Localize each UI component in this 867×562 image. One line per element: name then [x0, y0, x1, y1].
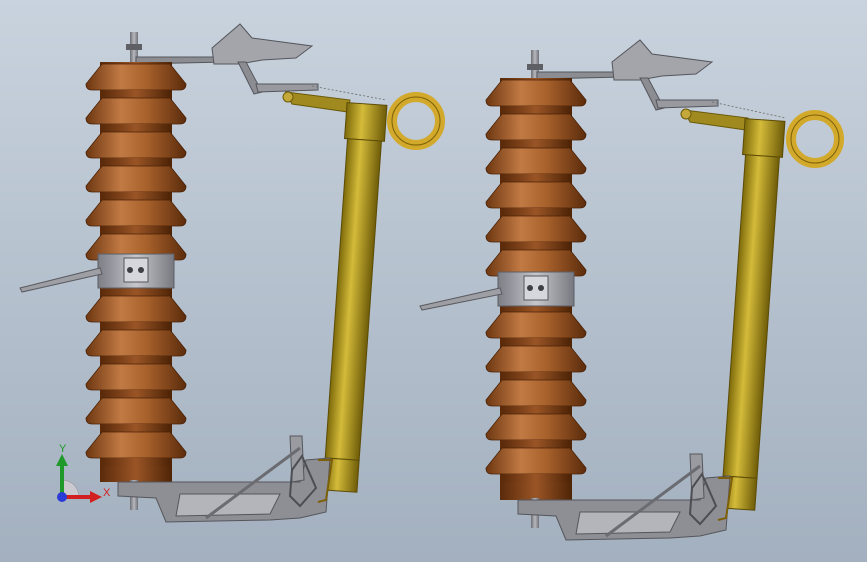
insulator-shed [85, 165, 187, 193]
hook-plate [611, 39, 714, 81]
fuse-cutout-assembly-left[interactable] [19, 23, 445, 523]
insulator-shed [85, 199, 187, 227]
insulator-shed [85, 63, 187, 91]
upper-tube-cap-arm [683, 109, 749, 131]
clamp-bolt [527, 285, 533, 291]
insulator-core-segment [502, 242, 570, 250]
insulator-core-segment [102, 356, 170, 364]
mounting-rod [419, 287, 503, 311]
bracket-cutout [575, 511, 681, 535]
clamp-bolt [127, 267, 133, 273]
insulator-shed [85, 295, 187, 323]
fuse-tube[interactable] [718, 118, 786, 511]
top-nut [527, 64, 543, 70]
insulator-sheds [485, 79, 587, 482]
tension-wire [311, 85, 387, 101]
insulator-shed [485, 447, 587, 475]
fuse-tube[interactable] [320, 102, 388, 493]
latch-arm [655, 99, 719, 109]
insulator-core-segment [502, 106, 570, 114]
z-axis-dot [57, 492, 67, 502]
insulator-core-segment [102, 390, 170, 398]
insulator-shed [85, 431, 187, 459]
insulator-core-segment [502, 440, 570, 448]
pivot-pin [680, 108, 692, 120]
insulator-core-segment [102, 124, 170, 132]
bottom-hinge [288, 453, 318, 508]
insulator-core-segment [502, 372, 570, 380]
insulator-shed [485, 249, 587, 277]
clamp-bolt [138, 267, 144, 273]
insulator-shed [485, 379, 587, 407]
insulator-core-segment [102, 90, 170, 98]
insulator-shed [485, 215, 587, 243]
upper-tube-cap-arm [285, 91, 351, 113]
y-axis-label: Y [59, 443, 67, 455]
insulator-shed [485, 311, 587, 339]
insulator-core-segment [502, 208, 570, 216]
bottom-contact [689, 453, 705, 501]
fuse-tube-top-cap [742, 118, 786, 158]
insulator-shed [85, 329, 187, 357]
tube-hinge [317, 459, 334, 503]
insulator-shed [485, 181, 587, 209]
insulator-core-segment [502, 338, 570, 346]
hook-plate [211, 23, 314, 65]
y-axis-arrowhead [56, 454, 68, 466]
bracket-strut [605, 464, 701, 538]
insulator-sheds [85, 63, 187, 466]
insulator-core-segment [102, 322, 170, 330]
insulator-core-segment [102, 158, 170, 166]
insulator-shed [485, 345, 587, 373]
insulator-shed [85, 97, 187, 125]
bottom-hinge [688, 471, 718, 526]
x-axis-arrowhead [90, 491, 102, 503]
insulator-core-segment [502, 174, 570, 182]
bottom-bracket [117, 457, 331, 523]
insulator-core-segment [502, 406, 570, 414]
insulator-shed [485, 113, 587, 141]
bracket-strut [205, 446, 301, 520]
x-axis-label: X [103, 487, 111, 499]
clamp-bolt [538, 285, 544, 291]
top-nut [126, 44, 142, 50]
coordinate-triad: Y X [56, 443, 111, 503]
fuse-tube-body [324, 138, 382, 461]
fuse-cutout-assembly-right[interactable] [419, 39, 844, 541]
insulator-core-segment [502, 140, 570, 148]
insulator-core-segment [102, 192, 170, 200]
fuse-tube-top-cap [344, 102, 388, 142]
insulator-core-segment [502, 474, 570, 482]
latch-arm [255, 83, 319, 93]
insulator-shed [85, 131, 187, 159]
insulator-core-segment [102, 226, 170, 234]
pivot-pin [282, 91, 294, 103]
pull-ring-edge [790, 114, 840, 164]
mounting-rod [19, 267, 103, 293]
fuse-tube-body [722, 154, 780, 479]
tube-hinge [717, 477, 734, 521]
insulator-core-segment [102, 424, 170, 432]
insulator-shed [485, 79, 587, 107]
bracket-cutout [175, 493, 281, 517]
tension-wire [711, 101, 787, 119]
pull-ring-edge [391, 96, 441, 146]
insulator-shed [85, 363, 187, 391]
insulator-shed [485, 413, 587, 441]
insulator-shed [485, 147, 587, 175]
bottom-contact [289, 435, 305, 483]
top-contact-arm [536, 71, 625, 80]
bottom-bracket [517, 475, 731, 541]
insulator-core-segment [102, 458, 170, 466]
insulator-shed [85, 397, 187, 425]
